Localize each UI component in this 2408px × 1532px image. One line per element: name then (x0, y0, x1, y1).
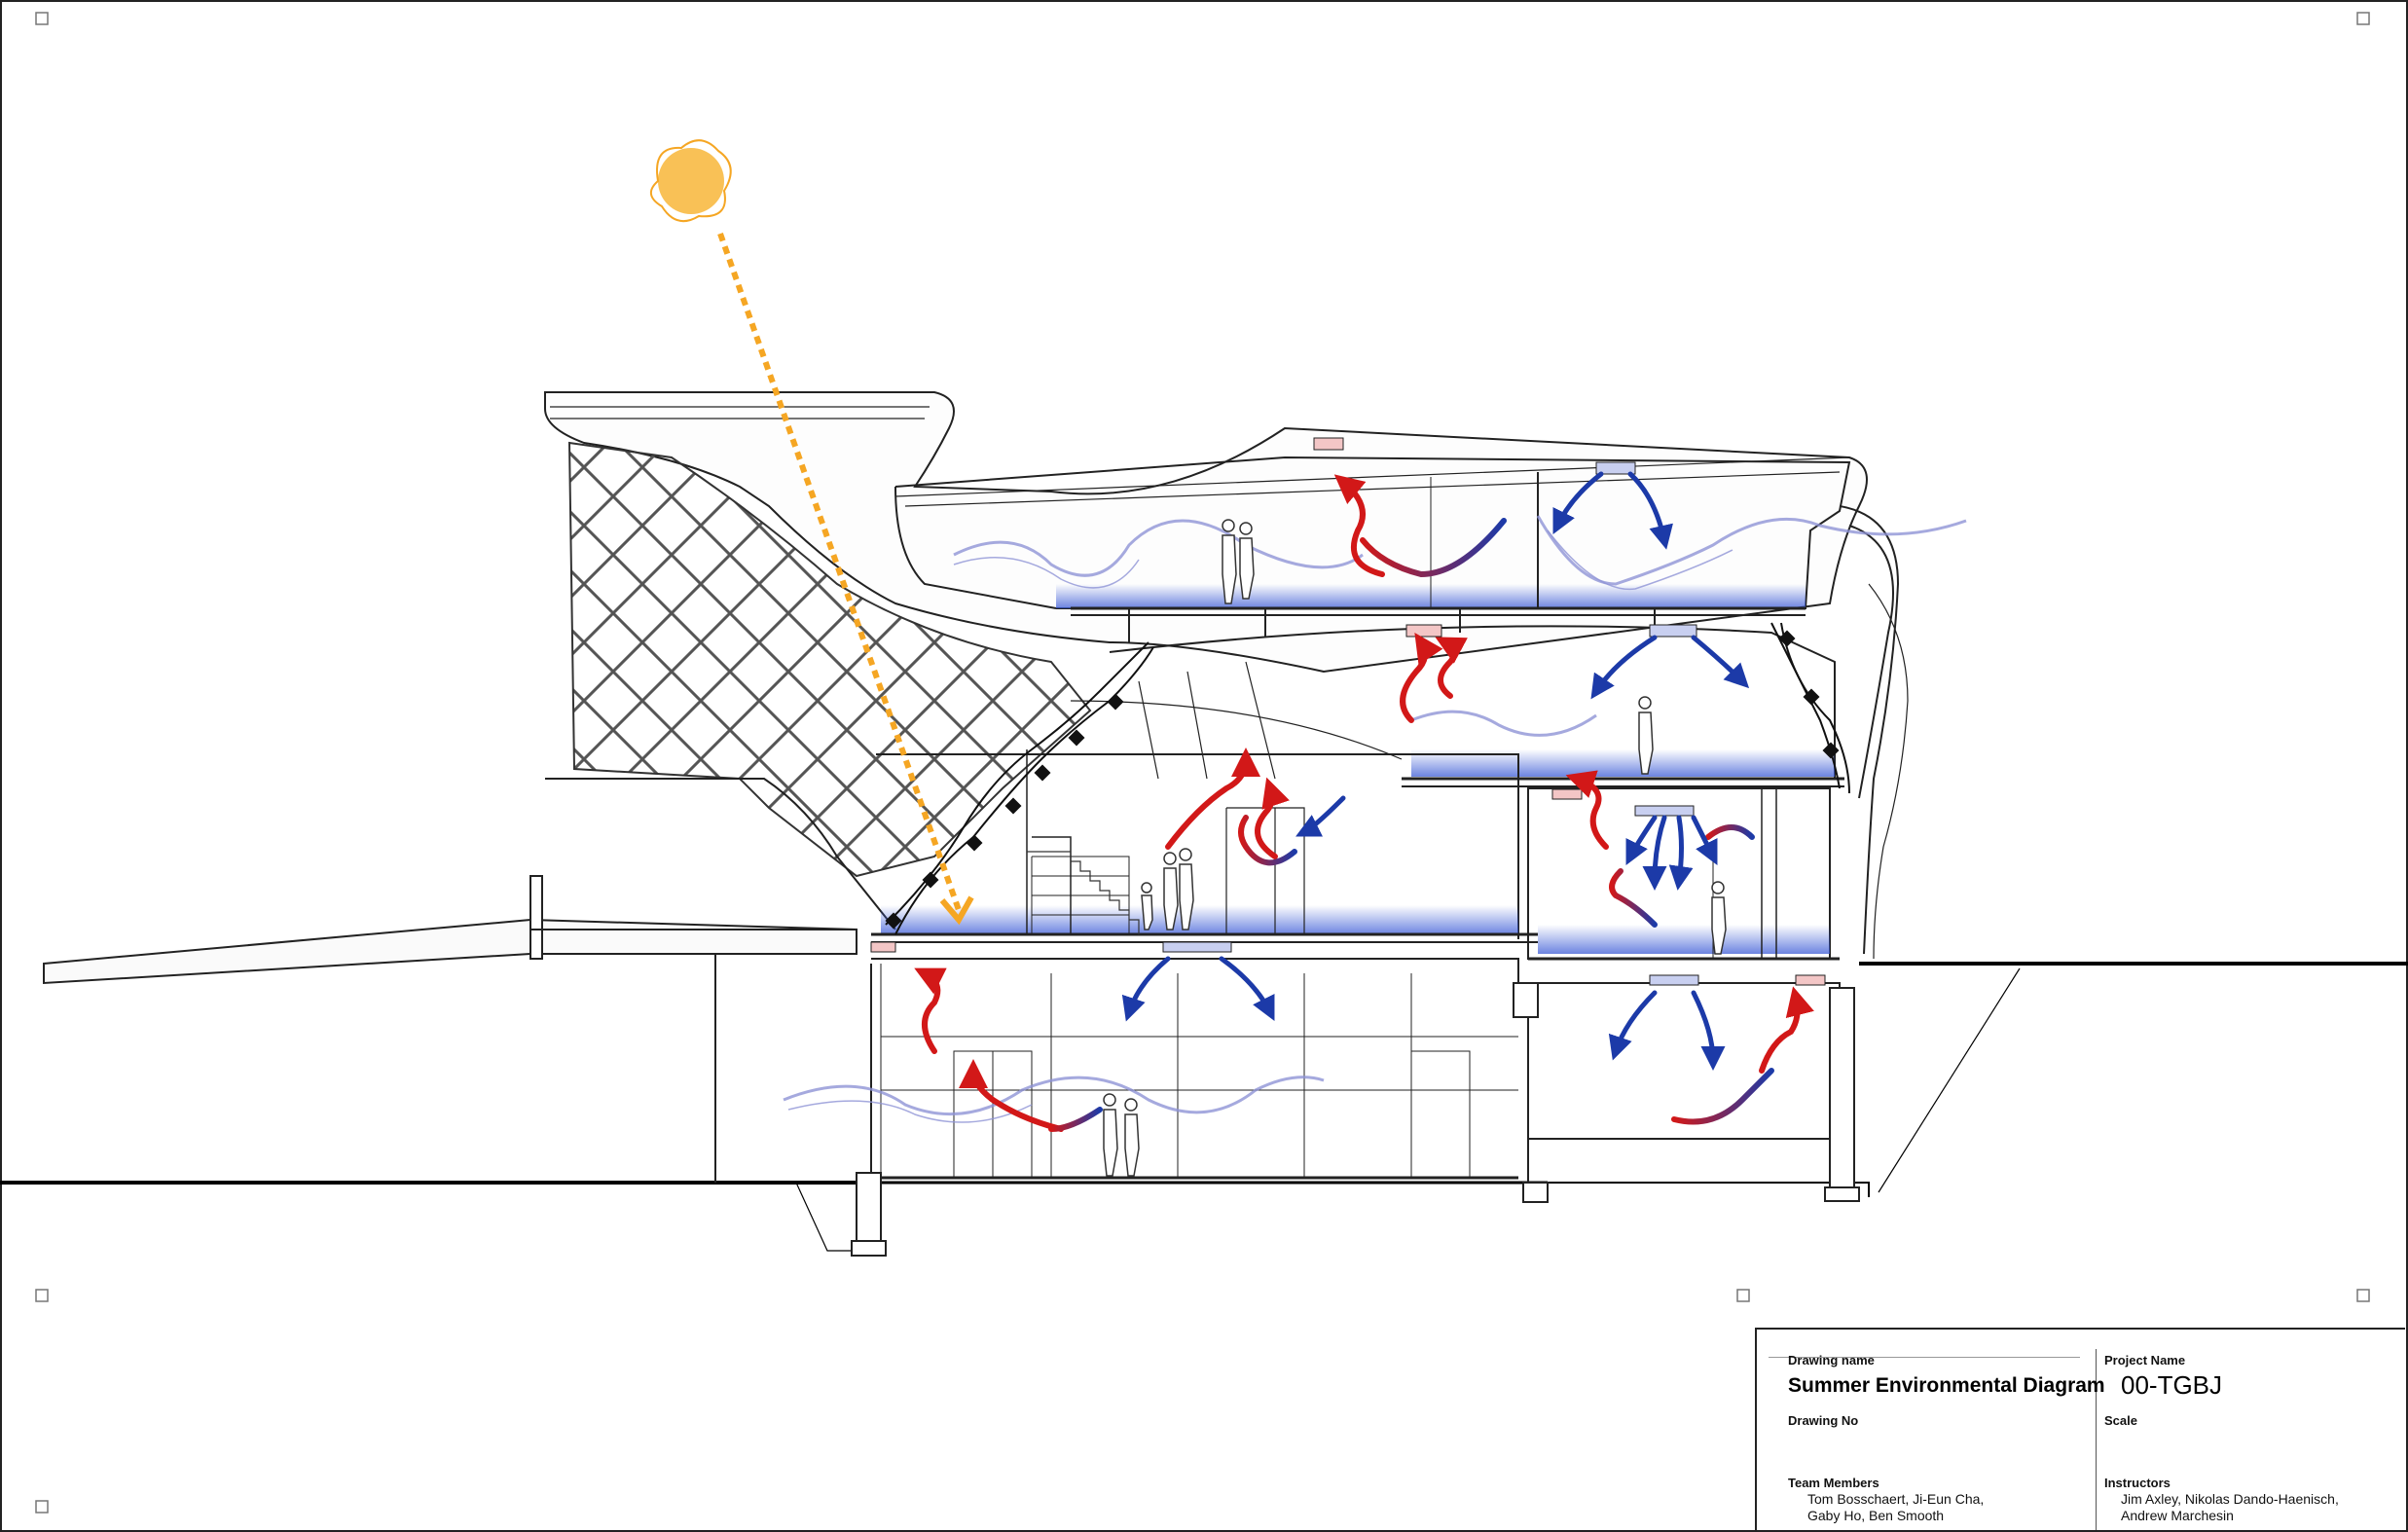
sun-ray-arrowhead (939, 895, 974, 926)
person-figure (1222, 519, 1237, 604)
cool-air-arrows (1121, 471, 1750, 1071)
column-node (885, 630, 1840, 930)
warm-air-arrows (914, 474, 1814, 1132)
entry-ramp (43, 875, 857, 1183)
ground-floor (870, 958, 1841, 1192)
level-1 (871, 749, 1840, 961)
level-3 (894, 456, 1851, 642)
drawing-name-label: Drawing name (1788, 1353, 1875, 1368)
project-name-label: Project Name (2104, 1353, 2186, 1368)
title-block-divider (2096, 1349, 2097, 1530)
breeze-ribbons (783, 515, 1967, 1123)
person-figure (1239, 522, 1255, 600)
drawing-no-label: Drawing No (1788, 1413, 1859, 1428)
drawing-name: Summer Environmental Diagram (1788, 1374, 2105, 1397)
team-members: Tom Bosschaert, Ji-Eun Cha, Gaby Ho, Ben… (1807, 1491, 1985, 1523)
person-figure (1141, 882, 1153, 930)
person-figure (1711, 881, 1727, 955)
project-name: 00-TGBJ (2121, 1370, 2223, 1400)
person-figure (1163, 852, 1179, 930)
person-figure (1638, 696, 1654, 775)
lattice-facade (545, 441, 1092, 930)
instructors: Jim Axley, Nikolas Dando-Haenisch, Andre… (2121, 1491, 2339, 1523)
instructors-label: Instructors (2104, 1476, 2171, 1490)
sun-icon (650, 139, 732, 223)
right-facade (1839, 505, 1909, 960)
title-block-rule (1769, 1357, 2080, 1358)
person-figure (1124, 1098, 1140, 1177)
twisted-columns (885, 622, 1850, 935)
title-block: Drawing name Summer Environmental Diagra… (1755, 1328, 2405, 1530)
people-figures (1103, 519, 1727, 1177)
scale-label: Scale (2104, 1413, 2137, 1428)
foundations (851, 982, 1860, 1257)
ground-line (0, 962, 2408, 1252)
staircase (1027, 851, 1140, 934)
team-members-label: Team Members (1788, 1476, 1879, 1490)
registration-marks (35, 12, 2370, 1514)
person-figure (1179, 848, 1194, 930)
sun-ray (717, 233, 962, 911)
person-figure (1103, 1093, 1118, 1177)
